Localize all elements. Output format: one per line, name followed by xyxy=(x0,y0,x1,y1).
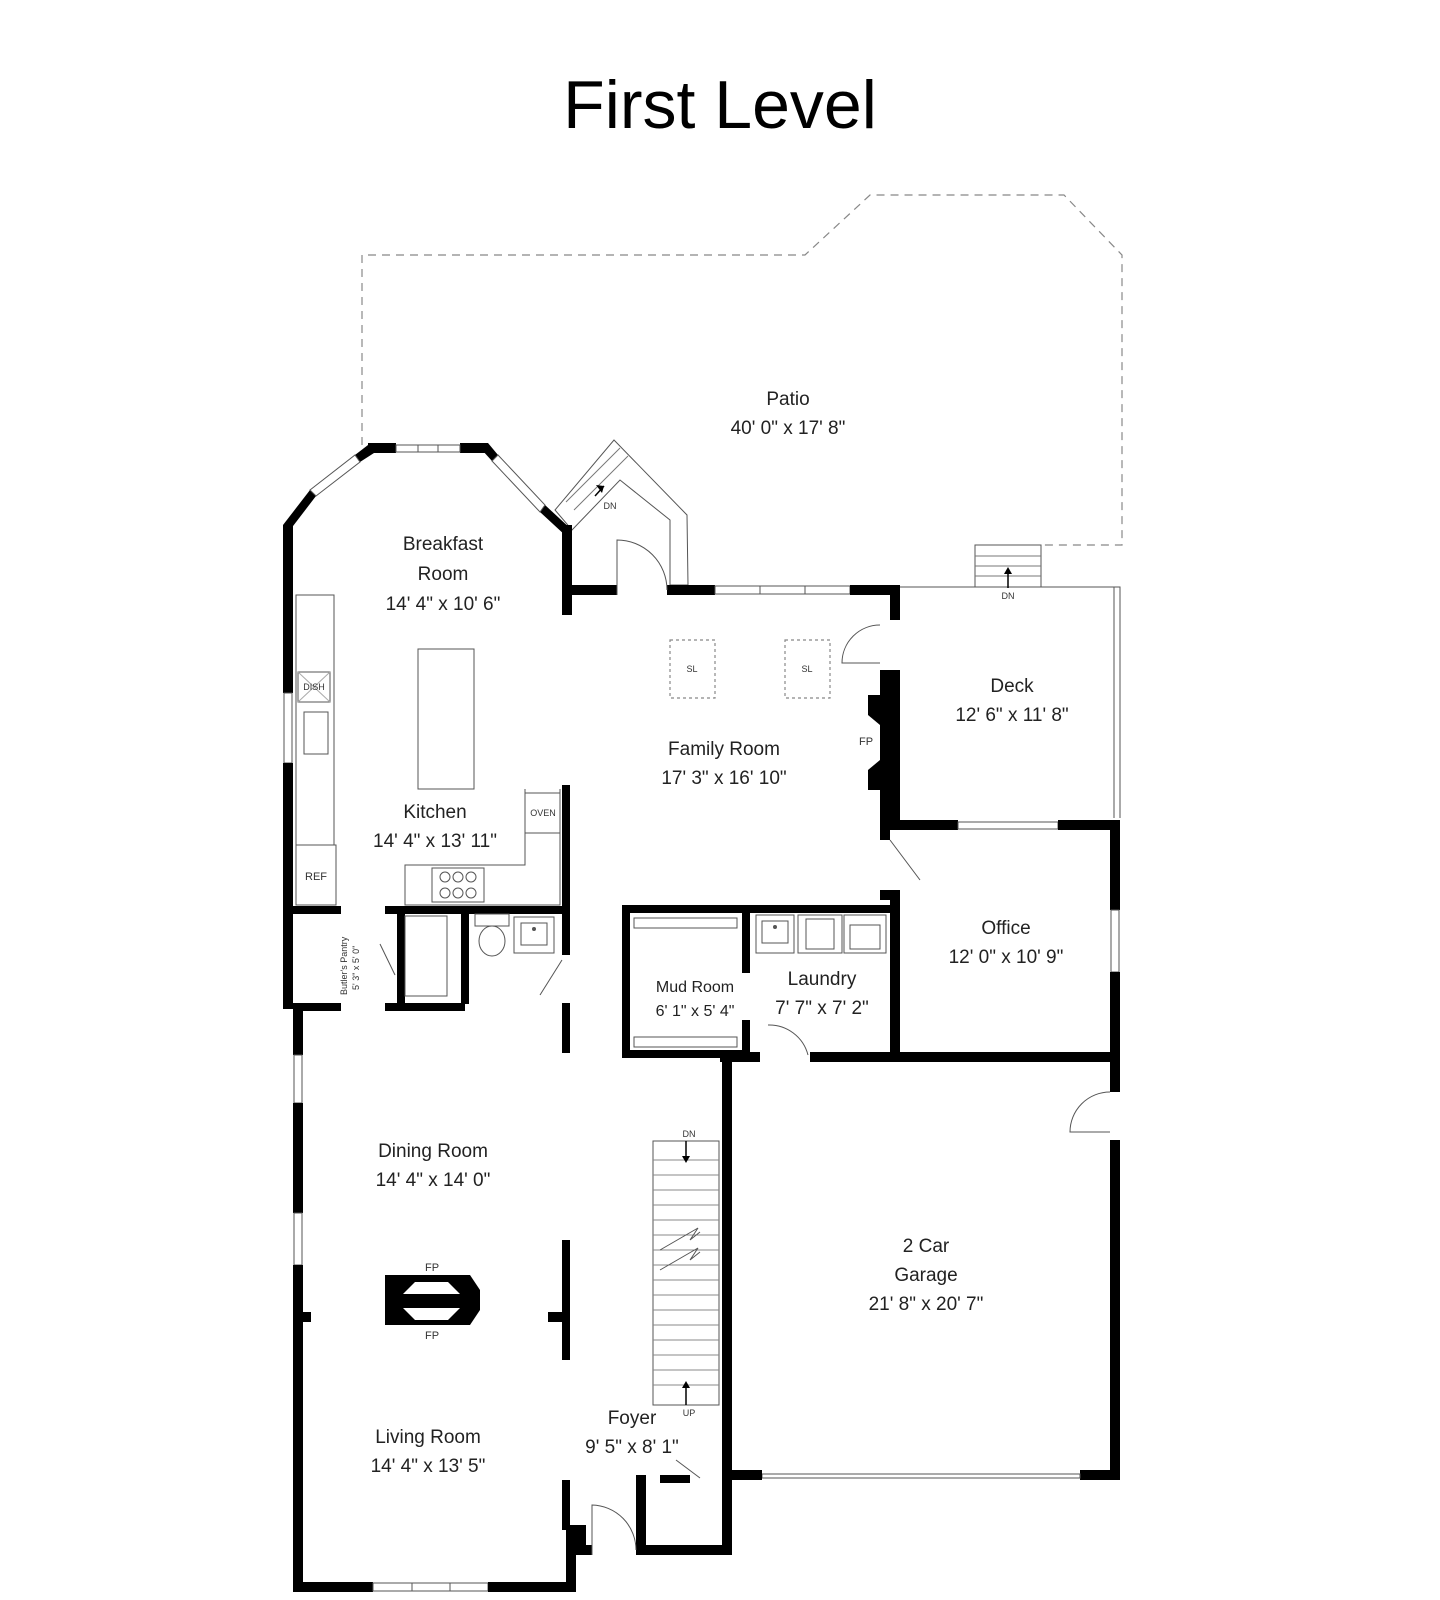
butlers-pantry-name: Butler's Pantry xyxy=(339,936,349,995)
dining-fp-label: FP xyxy=(425,1262,439,1274)
laundry-name: Laundry xyxy=(788,969,857,990)
living-fp-label: FP xyxy=(425,1330,439,1342)
family-dims: 17' 3" x 16' 10" xyxy=(661,768,786,789)
stair-up-label: UP xyxy=(683,1408,696,1418)
patio-outline xyxy=(361,194,1123,546)
patio-stairs: DN xyxy=(554,439,689,586)
foyer-name: Foyer xyxy=(608,1408,657,1429)
room-labels: Patio 40' 0" x 17' 8" Breakfast Room 14'… xyxy=(339,389,1069,1477)
dining-name: Dining Room xyxy=(378,1141,488,1162)
laundry-dims: 7' 7" x 7' 2" xyxy=(775,998,869,1019)
kitchen-dims: 14' 4" x 13' 11" xyxy=(373,831,497,852)
skylight-2-label: SL xyxy=(801,664,812,674)
page-title: First Level xyxy=(563,67,877,143)
laundry-fixtures xyxy=(633,914,887,1048)
deck-dims: 12' 6" x 11' 8" xyxy=(955,705,1068,726)
deck-outline xyxy=(900,586,1121,818)
garage-name-1: 2 Car xyxy=(903,1236,950,1257)
family-fp-label: FP xyxy=(859,736,873,748)
skylight-1-label: SL xyxy=(686,664,697,674)
breakfast-dims: 14' 4" x 10' 6" xyxy=(386,594,501,615)
deck-name: Deck xyxy=(990,676,1034,697)
deck-stairs: DN xyxy=(974,544,1042,601)
kitchen-fixtures: DISH OVEN REF xyxy=(295,594,561,906)
kitchen-name: Kitchen xyxy=(403,802,466,823)
double-fireplace: FP FP xyxy=(385,1262,480,1342)
office-name: Office xyxy=(981,918,1030,939)
oven-label: OVEN xyxy=(530,808,556,818)
patio-name: Patio xyxy=(766,389,809,410)
mudroom-dims: 6' 1" x 5' 4" xyxy=(656,1003,735,1020)
deck-stairs-dn-label: DN xyxy=(1002,591,1015,601)
living-name: Living Room xyxy=(375,1427,481,1448)
garage-dims: 21' 8" x 20' 7" xyxy=(869,1294,984,1315)
main-staircase: DN UP xyxy=(652,1129,720,1418)
dining-dims: 14' 4" x 14' 0" xyxy=(376,1170,491,1191)
skylights: SL SL xyxy=(669,639,831,699)
breakfast-name-2: Room xyxy=(418,564,469,585)
foyer-dims: 9' 5" x 8' 1" xyxy=(585,1437,679,1458)
stair-dn-label: DN xyxy=(683,1129,696,1139)
door-swings xyxy=(379,539,1111,1555)
dish-label: DISH xyxy=(303,682,325,692)
living-dims: 14' 4" x 13' 5" xyxy=(371,1456,486,1477)
family-name: Family Room xyxy=(668,739,780,760)
patio-stairs-dn-label: DN xyxy=(604,501,617,511)
butlers-pantry-dims: 5' 3" x 5' 0" xyxy=(351,946,361,990)
powder-room-fixtures xyxy=(404,913,555,997)
patio-dims: 40' 0" x 17' 8" xyxy=(731,418,846,439)
mudroom-name: Mud Room xyxy=(656,979,734,996)
ref-label: REF xyxy=(305,871,327,883)
office-dims: 12' 0" x 10' 9" xyxy=(949,947,1064,968)
garage-name-2: Garage xyxy=(894,1265,957,1286)
walls xyxy=(283,443,1120,1592)
breakfast-name-1: Breakfast xyxy=(403,534,484,555)
